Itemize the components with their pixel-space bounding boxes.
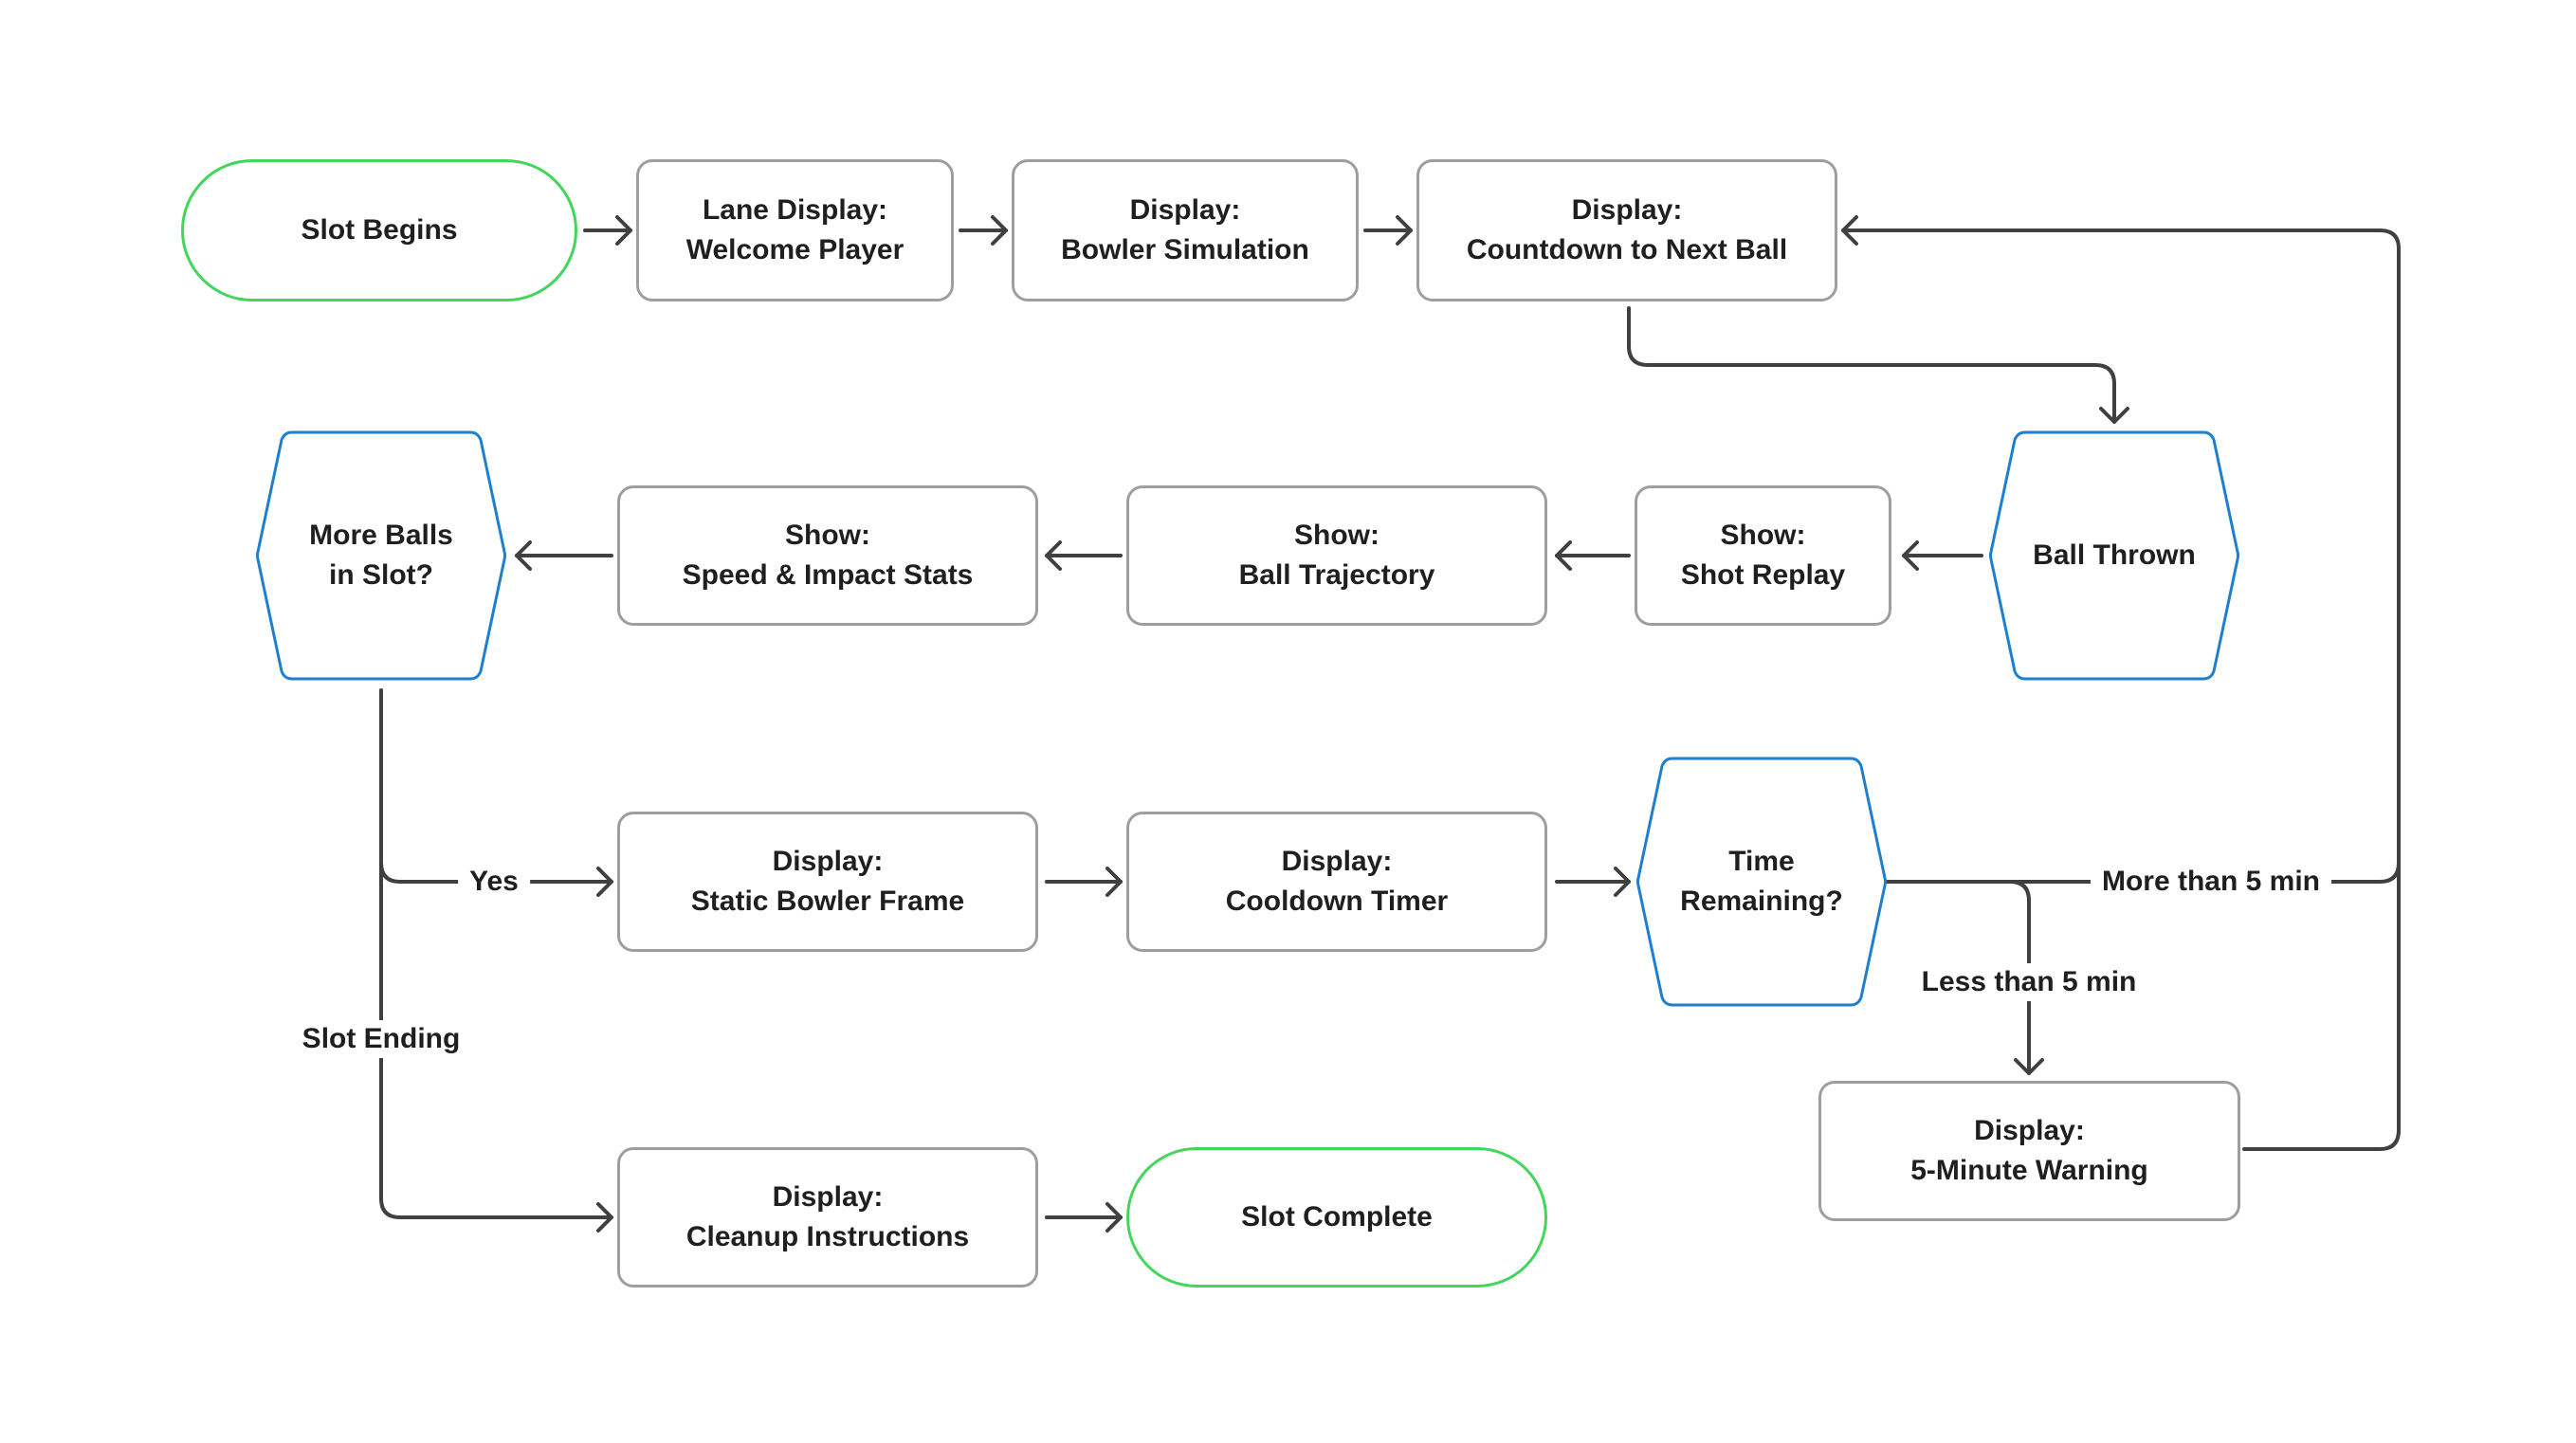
arrowhead bbox=[1105, 1202, 1123, 1233]
node-label: Slot Begins bbox=[301, 214, 458, 246]
node-welcome-player: Lane Display: Welcome Player bbox=[636, 159, 954, 301]
node-label: Cooldown Timer bbox=[1225, 886, 1449, 917]
edge-time-remaining-more-than-5 bbox=[1841, 228, 2401, 884]
arrowhead bbox=[1555, 540, 1572, 571]
node-label: Shot Replay bbox=[1680, 559, 1846, 591]
arrowhead bbox=[615, 215, 632, 246]
node-label: Speed & Impact Stats bbox=[682, 559, 974, 591]
decision-shape bbox=[1636, 757, 1887, 1007]
edge-label-less-than-5-min: Less than 5 min bbox=[1909, 963, 2148, 1001]
node-label: Display: bbox=[1129, 194, 1241, 226]
node-speed-impact-stats: Show: Speed & Impact Stats bbox=[617, 485, 1038, 626]
edge-label-slot-ending: Slot Ending bbox=[290, 1020, 472, 1058]
node-label: in Slot? bbox=[329, 559, 433, 591]
node-static-bowler-frame: Display: Static Bowler Frame bbox=[617, 812, 1038, 952]
node-label: 5-Minute Warning bbox=[1910, 1155, 2148, 1186]
node-label: More Balls bbox=[309, 520, 453, 551]
node-label: Welcome Player bbox=[685, 234, 904, 265]
node-label: Show: bbox=[1720, 520, 1806, 551]
node-slot-begins: Slot Begins bbox=[181, 159, 577, 301]
edge-warning-to-return bbox=[2242, 861, 2401, 1151]
edge-more-balls-yes bbox=[379, 861, 613, 884]
node-label: Countdown to Next Ball bbox=[1466, 234, 1788, 265]
arrowhead bbox=[2099, 407, 2129, 424]
node-label: Ball Trajectory bbox=[1238, 559, 1435, 591]
node-time-remaining: Time Remaining? bbox=[1635, 755, 1889, 1009]
node-countdown: Display: Countdown to Next Ball bbox=[1416, 159, 1837, 301]
node-label: Ball Thrown bbox=[2033, 539, 2196, 571]
node-label: Time bbox=[1728, 846, 1795, 877]
node-label: Slot Complete bbox=[1241, 1201, 1433, 1233]
node-slot-complete: Slot Complete bbox=[1126, 1147, 1547, 1288]
node-label: Bowler Simulation bbox=[1061, 234, 1309, 265]
node-ball-trajectory: Show: Ball Trajectory bbox=[1126, 485, 1547, 626]
node-label: Show: bbox=[1293, 520, 1379, 551]
node-bowler-simulation: Display: Bowler Simulation bbox=[1012, 159, 1359, 301]
node-label: Static Bowler Frame bbox=[690, 886, 965, 917]
node-shot-replay: Show: Shot Replay bbox=[1635, 485, 1891, 626]
edge-countdown-to-ball-thrown bbox=[1627, 306, 2116, 424]
arrowhead bbox=[1902, 540, 1919, 571]
node-more-balls: More Balls in Slot? bbox=[254, 429, 508, 683]
node-cleanup-instructions: Display: Cleanup Instructions bbox=[617, 1147, 1038, 1288]
arrowhead bbox=[2014, 1058, 2044, 1075]
node-label: Display: bbox=[1281, 846, 1393, 877]
edge-label-more-than-5-min: More than 5 min bbox=[2090, 863, 2332, 901]
arrowhead bbox=[1045, 540, 1062, 571]
edge-more-balls-trunk bbox=[379, 688, 613, 1219]
decision-shape bbox=[1989, 430, 2239, 681]
edge-label-yes: Yes bbox=[458, 863, 530, 901]
node-5-minute-warning: Display: 5-Minute Warning bbox=[1818, 1081, 2240, 1221]
node-cooldown-timer: Display: Cooldown Timer bbox=[1126, 812, 1547, 952]
node-ball-thrown: Ball Thrown bbox=[1987, 429, 2241, 683]
arrowhead bbox=[1105, 867, 1123, 897]
arrowhead bbox=[1614, 867, 1631, 897]
node-label: Show: bbox=[784, 520, 870, 551]
arrowhead bbox=[1841, 215, 1858, 246]
arrowhead bbox=[1396, 215, 1413, 246]
arrowhead bbox=[596, 867, 613, 897]
node-label: Display: bbox=[1571, 194, 1683, 226]
node-label: Display: bbox=[772, 846, 884, 877]
decision-shape bbox=[256, 430, 506, 681]
node-label: Display: bbox=[772, 1181, 884, 1213]
node-label: Cleanup Instructions bbox=[685, 1221, 970, 1252]
node-label: Lane Display: bbox=[702, 194, 888, 226]
node-label: Remaining? bbox=[1680, 886, 1843, 917]
edge-time-remaining-less-than-5 bbox=[2008, 880, 2031, 1075]
arrowhead bbox=[515, 540, 532, 571]
node-label: Display: bbox=[1974, 1115, 2085, 1146]
arrowhead bbox=[991, 215, 1008, 246]
arrowhead bbox=[596, 1202, 613, 1233]
